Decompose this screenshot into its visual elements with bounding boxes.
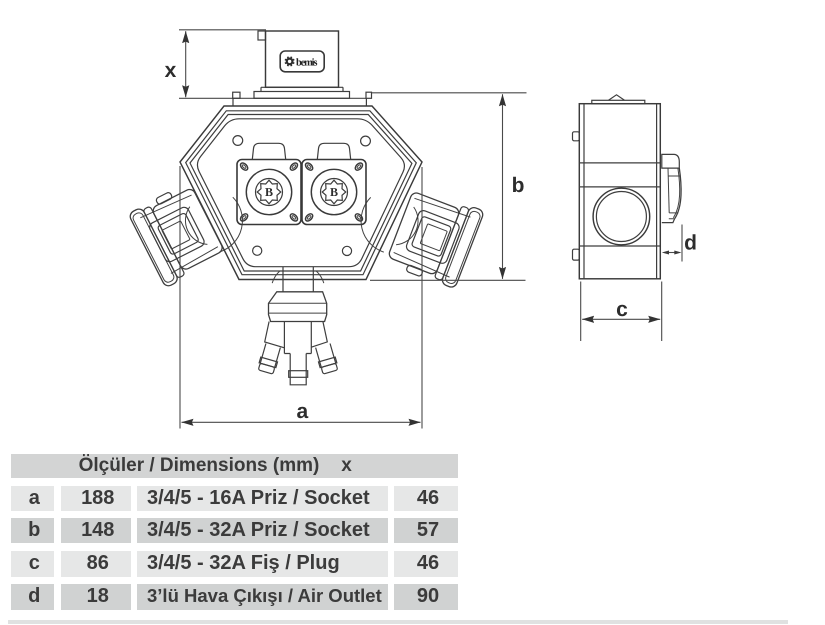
- svg-text:B: B: [265, 185, 273, 199]
- svg-text:d: d: [684, 232, 697, 255]
- svg-text:B: B: [330, 185, 338, 199]
- svg-text:b: b: [512, 174, 525, 197]
- svg-text:a: a: [297, 400, 309, 423]
- svg-text:bemis: bemis: [296, 57, 318, 68]
- svg-text:x: x: [165, 59, 177, 82]
- svg-text:c: c: [616, 298, 628, 321]
